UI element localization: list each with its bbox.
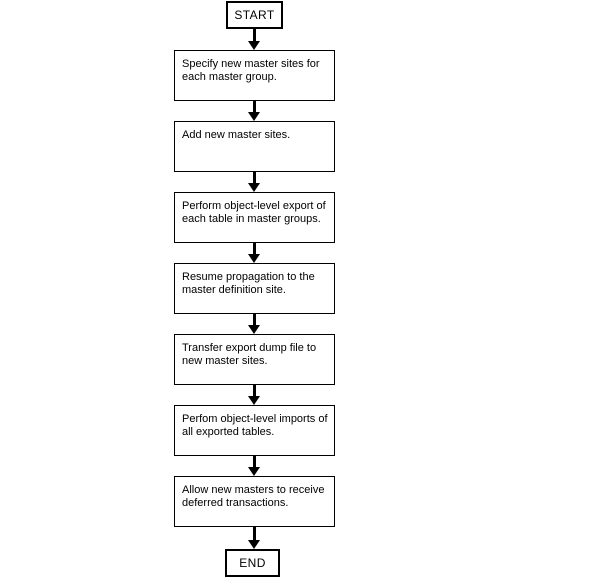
- process-text-line-2: each master group.: [182, 71, 277, 83]
- arrow-head: [248, 540, 260, 549]
- end-terminal[interactable]: END: [225, 549, 280, 577]
- process-text-line-2: each table in master groups.: [182, 213, 321, 225]
- arrow-head: [248, 396, 260, 405]
- arrow-stem: [253, 527, 256, 540]
- process-text-line-1: Perform object-level export of: [182, 200, 326, 212]
- process-text-line-1: Perfom object-level imports of: [182, 413, 328, 425]
- arrow-head: [248, 112, 260, 121]
- arrow-step-3-to-step-4: [248, 243, 261, 263]
- process-text-line-2: all exported tables.: [182, 426, 275, 438]
- arrow-stem: [253, 456, 256, 467]
- process-text-line-1: Resume propagation to the: [182, 271, 315, 283]
- process-text-line-2: deferred transactions.: [182, 497, 289, 509]
- arrow-stem: [253, 314, 256, 325]
- arrow-stem: [253, 385, 256, 396]
- process-box-step-5[interactable]: Transfer export dump file to new master …: [174, 334, 335, 385]
- process-box-step-3[interactable]: Perform object-level export of each tabl…: [174, 192, 335, 243]
- arrow-step-1-to-step-2: [248, 101, 261, 121]
- end-label: END: [239, 556, 266, 570]
- arrow-head: [248, 41, 260, 50]
- arrow-head: [248, 254, 260, 263]
- process-text-line-2: master definition site.: [182, 284, 286, 296]
- arrow-start-to-step-1: [248, 29, 261, 50]
- process-text-line-2: new master sites.: [182, 355, 268, 367]
- process-box-step-7[interactable]: Allow new masters to receive deferred tr…: [174, 476, 335, 527]
- process-box-step-4[interactable]: Resume propagation to the master definit…: [174, 263, 335, 314]
- process-text-line-1: Specify new master sites for: [182, 58, 320, 70]
- process-text-line-1: Add new master sites.: [182, 129, 291, 141]
- arrow-step-7-to-end: [248, 527, 261, 549]
- start-terminal[interactable]: START: [226, 1, 283, 29]
- arrow-step-2-to-step-3: [248, 172, 261, 192]
- arrow-head: [248, 325, 260, 334]
- arrow-stem: [253, 243, 256, 254]
- arrow-step-6-to-step-7: [248, 456, 261, 476]
- arrow-head: [248, 467, 260, 476]
- arrow-step-4-to-step-5: [248, 314, 261, 334]
- process-box-step-2[interactable]: Add new master sites.: [174, 121, 335, 172]
- process-box-step-1[interactable]: Specify new master sites for each master…: [174, 50, 335, 101]
- process-box-step-6[interactable]: Perfom object-level imports of all expor…: [174, 405, 335, 456]
- arrow-step-5-to-step-6: [248, 385, 261, 405]
- process-text-line-1: Allow new masters to receive: [182, 484, 325, 496]
- arrow-head: [248, 183, 260, 192]
- arrow-stem: [253, 29, 256, 41]
- arrow-stem: [253, 172, 256, 183]
- process-text-line-1: Transfer export dump file to: [182, 342, 317, 354]
- arrow-stem: [253, 101, 256, 112]
- start-label: START: [234, 8, 275, 22]
